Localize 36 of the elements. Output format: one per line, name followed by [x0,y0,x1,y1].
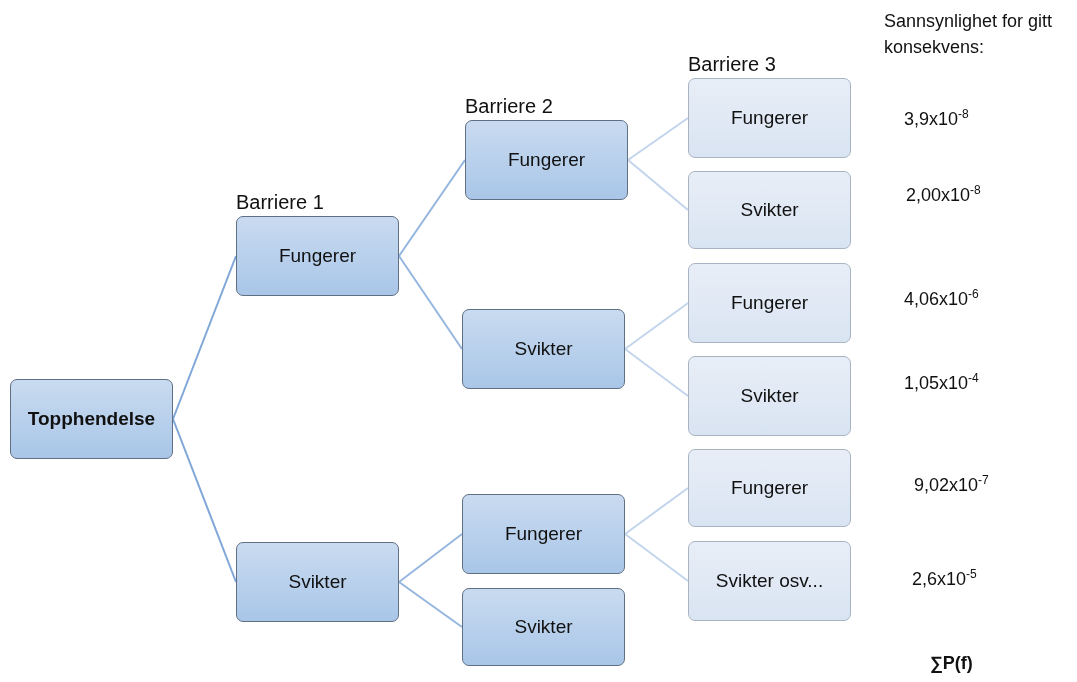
barrier-heading: Barriere 2 [465,95,553,118]
outcome-box: Svikter [462,309,625,389]
outcome-box: Fungerer [688,78,851,158]
connector-line [398,159,466,257]
outcome-box: Svikter osv... [688,541,851,621]
connector-line [172,418,237,583]
outcome-box: Svikter [688,171,851,249]
probability-value: 9,02x10$^{-7}$ [914,472,989,497]
outcome-box: Fungerer [688,263,851,343]
connector-line [398,533,463,583]
outcome-box: Fungerer [465,120,628,200]
outcome-box: Svikter [688,356,851,436]
connector-line [172,255,237,420]
connector-line [627,159,689,211]
barrier-heading: Barriere 1 [236,191,324,214]
probability-value: 2,00x10$^{-8}$ [906,182,981,207]
probability-value: 4,06x10$^{-6}$ [904,286,979,311]
barrier-heading: Barriere 3 [688,53,776,76]
outcome-box: Svikter [462,588,625,666]
outcome-box: Topphendelse [10,379,173,459]
connector-line [627,117,689,161]
probability-value: 2,6x10$^{-5}$ [912,566,977,591]
outcome-box: Svikter [236,542,399,622]
connector-line [398,581,463,628]
column-heading: Sannsynlighet for gitt konsekvens: [884,10,1054,59]
connector-line [398,255,463,350]
outcome-box: Fungerer [688,449,851,527]
probability-value: 1,05x10$^{-4}$ [904,370,979,395]
probability-value: ∑P(f) [930,652,973,675]
outcome-box: Fungerer [236,216,399,296]
connector-line [624,533,689,582]
outcome-box: Fungerer [462,494,625,574]
connector-line [624,348,689,397]
connector-line [624,302,689,350]
probability-value: 3,9x10$^{-8}$ [904,106,969,131]
connector-line [624,487,689,535]
